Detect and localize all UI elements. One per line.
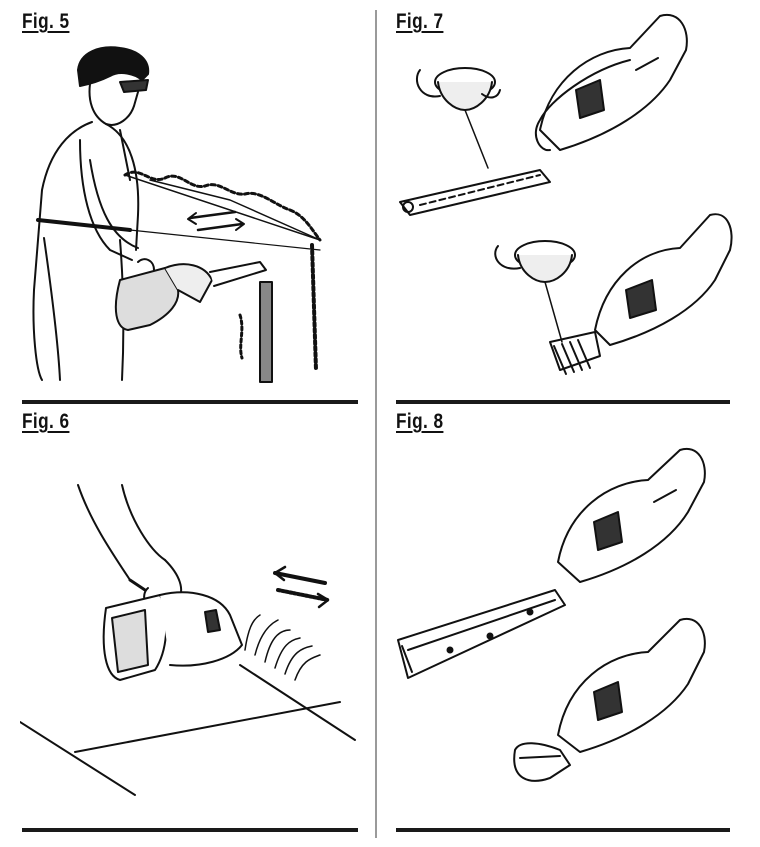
fig-5-label: Fig. 5 — [22, 10, 70, 33]
fig-8-label: Fig. 8 — [396, 410, 444, 433]
fig-8-bottom-rule — [396, 828, 730, 832]
fig-6-illustration — [20, 440, 365, 820]
fig-8-illustration — [390, 440, 735, 825]
fig-6-bottom-rule — [22, 828, 358, 832]
fig-7-bottom-rule — [396, 400, 730, 404]
center-divider — [375, 10, 377, 838]
fig-5-illustration — [20, 40, 360, 390]
fig-6-label: Fig. 6 — [22, 410, 70, 433]
fig-7-illustration — [390, 10, 735, 390]
fig-7-label: Fig. 7 — [396, 10, 444, 33]
fig-5-bottom-rule — [22, 400, 358, 404]
